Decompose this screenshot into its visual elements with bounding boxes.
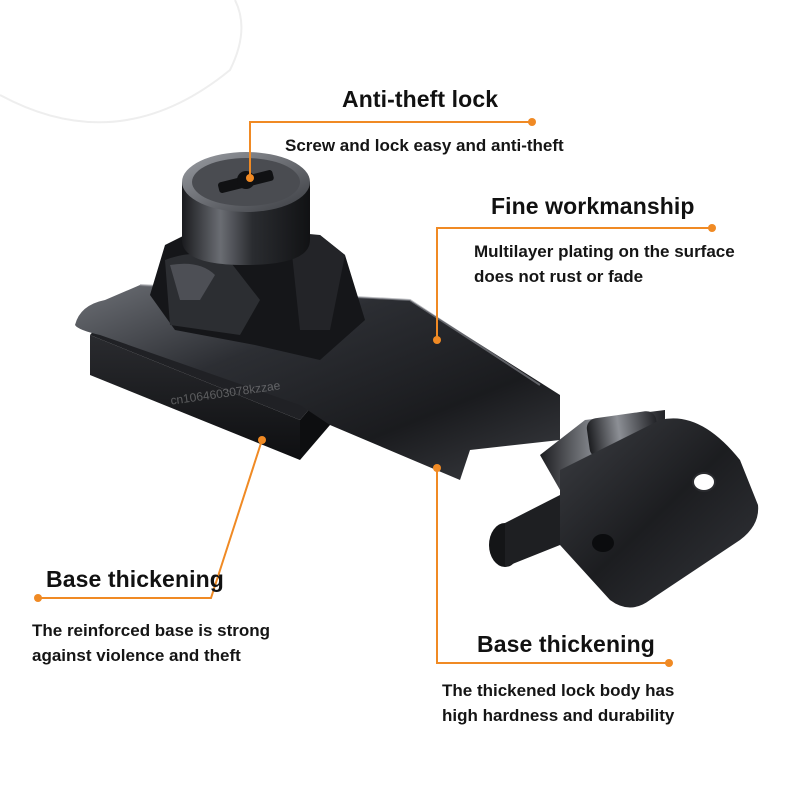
base-right-desc-line2: high hardness and durability (442, 706, 675, 725)
lock-cylinder (182, 152, 310, 265)
base-left-title: Base thickening (46, 566, 224, 592)
base-left-desc-line1: The reinforced base is strong (32, 621, 271, 640)
flap-hole-icon (692, 472, 716, 492)
callout-leaders (38, 121, 712, 664)
hasp-flap (560, 418, 759, 608)
leader-base-right (436, 468, 669, 664)
leader-dots (34, 118, 716, 667)
flap-rivet-icon (592, 534, 614, 552)
workmanship-desc-line2: does not rust or fade (474, 267, 644, 286)
base-left-desc-line2: against violence and theft (32, 646, 241, 665)
base-right-desc-line1: The thickened lock body has (442, 681, 675, 700)
anti-theft-title: Anti-theft lock (342, 86, 499, 112)
workmanship-desc-line1: Multilayer plating on the surface (474, 242, 735, 261)
leader-anti-theft (249, 121, 532, 178)
anti-theft-desc: Screw and lock easy and anti-theft (285, 136, 564, 155)
leader-base-left (38, 439, 263, 599)
workmanship-title: Fine workmanship (491, 193, 695, 219)
leader-workmanship (436, 227, 712, 340)
base-right-title: Base thickening (477, 631, 655, 657)
decorative-arc (0, 0, 243, 124)
